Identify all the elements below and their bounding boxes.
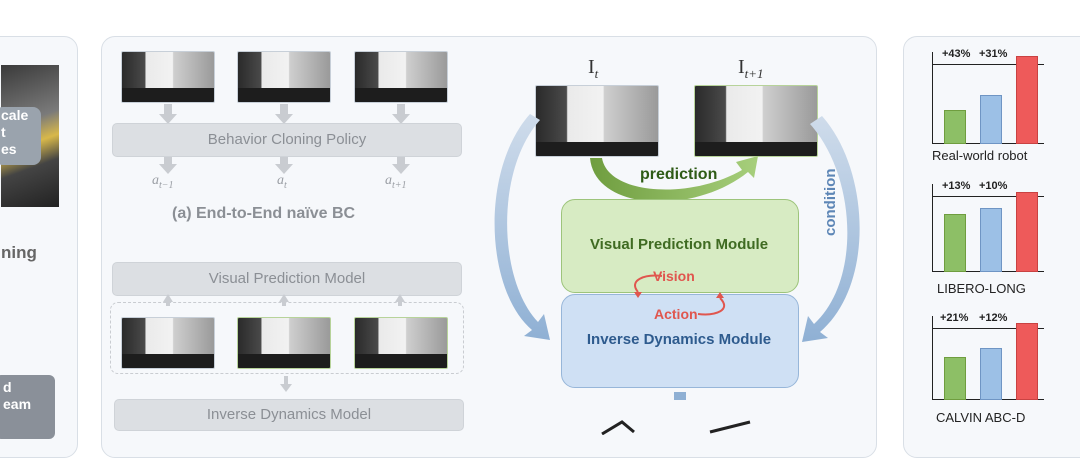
chart-2-bar-1	[944, 214, 966, 272]
bc-policy-box: Behavior Cloning Policy	[112, 123, 462, 157]
chart-2-bar-3	[1016, 192, 1038, 272]
action-label: Action	[654, 306, 698, 322]
chart-1-bar-3	[1016, 56, 1038, 144]
image-label-t: It	[588, 56, 599, 81]
action-t-plus-1: at+1	[385, 173, 407, 191]
image-label-t-plus-1: It+1	[738, 56, 764, 81]
left-overlay-box: cale t es	[0, 107, 41, 165]
predicted-observation-image	[694, 85, 818, 157]
inverse-dynamics-model-box: Inverse Dynamics Model	[114, 399, 464, 431]
chart-2-bar-2	[980, 208, 1002, 272]
chart-2-y-axis	[932, 184, 933, 272]
inverse-dynamics-module-label: Inverse Dynamics Module	[586, 331, 772, 348]
chart-3-annotation-2: +12%	[979, 312, 1008, 324]
action-t-minus-1: at−1	[152, 173, 174, 191]
chart-1-annotation-2: +31%	[979, 48, 1008, 60]
chart-2-title: LIBERO-LONG	[937, 281, 1026, 296]
vp-arrows	[163, 294, 405, 392]
bc-frame-2	[237, 51, 331, 103]
chart-1-annotation-1: +43%	[942, 48, 971, 60]
chart-2-ref-line	[932, 196, 1044, 197]
chart-1-title: Real-world robot	[932, 148, 1028, 163]
visual-prediction-model-box: Visual Prediction Model	[112, 262, 462, 296]
chart-real-world: +43% +31%	[932, 48, 1052, 144]
chart-3-bar-2	[980, 348, 1002, 400]
bc-frame-1	[121, 51, 215, 103]
chart-2-annotation-2: +10%	[979, 180, 1008, 192]
bc-arrows	[159, 104, 410, 174]
current-observation-image	[535, 85, 659, 157]
chart-3-title: CALVIN ABC-D	[936, 410, 1026, 425]
vp-frame-2	[237, 317, 331, 369]
chart-3-bar-3	[1016, 323, 1038, 400]
visual-prediction-module	[561, 199, 799, 293]
chart-3-annotation-1: +21%	[940, 312, 969, 324]
prediction-label: prediction	[640, 166, 718, 183]
chart-1-y-axis	[932, 52, 933, 144]
robot-arm-hint	[601, 420, 751, 435]
visual-prediction-module-label: Visual Prediction Module	[589, 236, 769, 253]
chart-calvin: +21% +12%	[932, 312, 1052, 400]
flow-arrows	[494, 114, 860, 400]
vision-action-cycle	[634, 274, 726, 316]
left-bottom-box: d eam	[0, 375, 55, 439]
chart-3-bar-1	[944, 357, 966, 400]
chart-1-bar-1	[944, 110, 966, 144]
predicted-frames-group	[110, 302, 464, 374]
inverse-dynamics-module	[561, 294, 799, 388]
vp-frame-3	[354, 317, 448, 369]
chart-1-ref-line	[932, 64, 1044, 65]
chart-libero-long: +13% +10%	[932, 180, 1052, 272]
action-t: at	[277, 173, 287, 191]
vision-label: Vision	[653, 268, 695, 284]
left-panel: cale t es ning d eam	[0, 36, 78, 458]
chart-2-annotation-1: +13%	[942, 180, 971, 192]
bc-frame-3	[354, 51, 448, 103]
chart-3-ref-line	[932, 328, 1044, 329]
chart-1-bar-2	[980, 95, 1002, 144]
chart-3-y-axis	[932, 316, 933, 400]
condition-label: condition	[822, 168, 839, 237]
caption-a: (a) End-to-End naïve BC	[172, 205, 356, 222]
vp-frame-1	[121, 317, 215, 369]
left-label: ning	[1, 243, 37, 262]
